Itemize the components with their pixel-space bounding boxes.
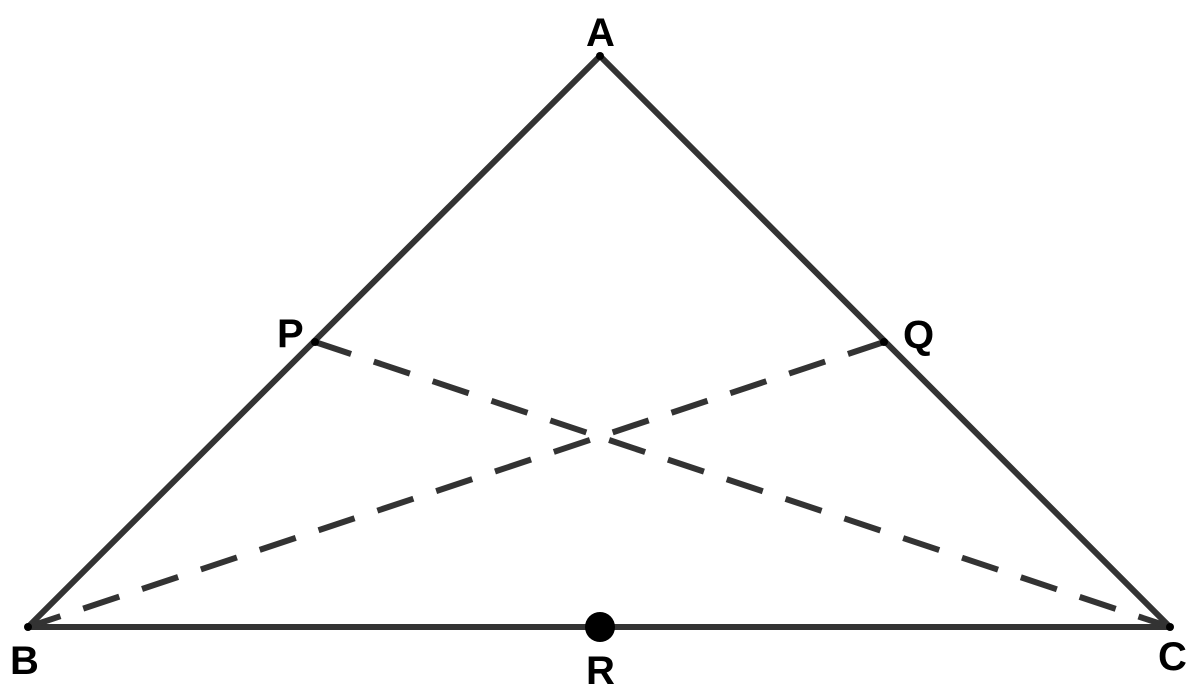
label-r: R bbox=[586, 649, 615, 693]
dashed-segment-pc bbox=[314, 339, 1171, 630]
point-b bbox=[24, 623, 32, 631]
dashed-segment-qb bbox=[27, 339, 885, 630]
point-q bbox=[880, 338, 888, 346]
label-q: Q bbox=[903, 313, 934, 357]
label-p: P bbox=[277, 312, 304, 356]
label-b: B bbox=[10, 639, 39, 683]
label-c: C bbox=[1158, 635, 1187, 679]
point-c bbox=[1166, 623, 1174, 631]
point-a bbox=[596, 52, 604, 60]
label-a: A bbox=[586, 11, 615, 55]
point-p bbox=[311, 338, 319, 346]
point-r-marker bbox=[585, 612, 615, 642]
